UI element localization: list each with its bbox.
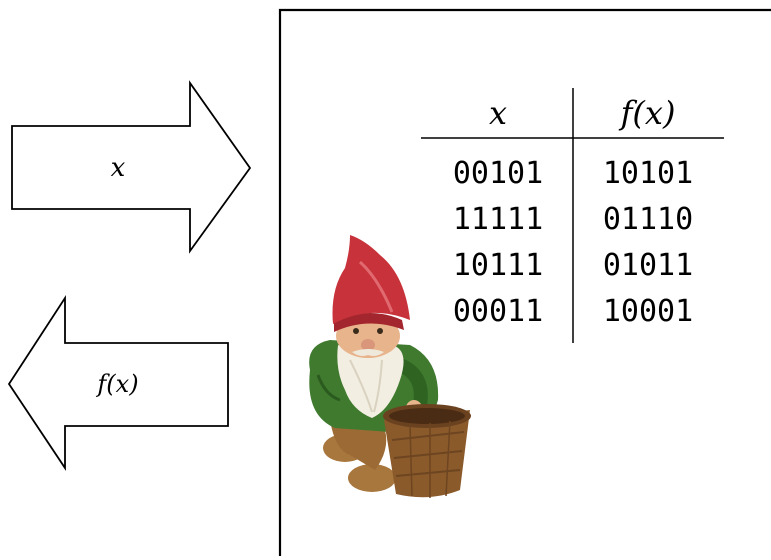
table-cell: 00101 [453,156,543,191]
table-cell: 11111 [453,202,543,237]
table-cell: 10111 [453,248,543,283]
table-cell: 00011 [453,294,543,329]
table-cell: 10101 [603,156,693,191]
table-cell: 01011 [603,248,693,283]
output-arrow: f(x) [7,294,229,471]
oracle-box [278,8,771,556]
table-header-fx: f(x) [619,94,676,132]
lookup-table: x f(x) 00101 10101 11111 01110 10111 010… [421,88,724,343]
left-arrow-icon [7,294,229,471]
input-arrow: x [11,80,252,254]
table-cell: 10001 [603,294,693,329]
output-arrow-label: f(x) [95,370,138,398]
table-cell: 01110 [603,202,693,237]
table-header-x: x [489,94,507,132]
garden-gnome-icon [309,235,471,498]
input-arrow-label: x [111,153,126,183]
right-arrow-icon [11,80,252,254]
